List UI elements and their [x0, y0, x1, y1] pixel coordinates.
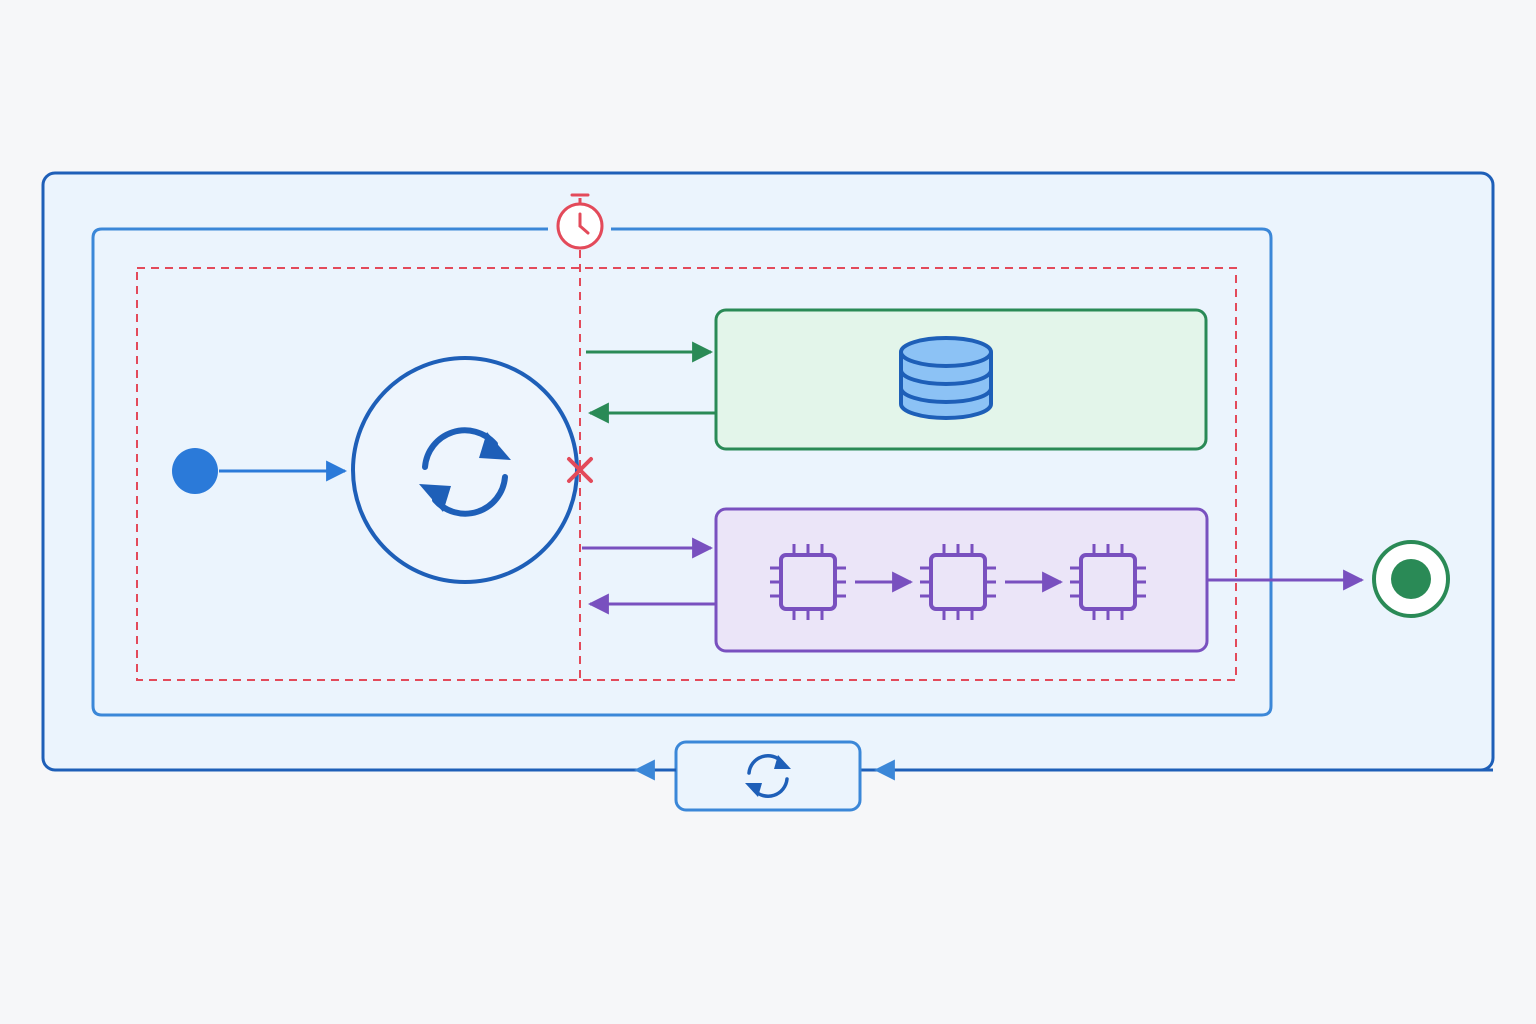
end-event[interactable]	[1372, 540, 1450, 618]
chip-chain	[770, 544, 1146, 620]
chip-icon	[920, 544, 996, 620]
subprocess-container	[91, 227, 1273, 717]
database-icon	[899, 336, 993, 420]
loop-activity[interactable]	[351, 356, 579, 584]
start-event[interactable]	[172, 448, 218, 494]
chip-icon	[1070, 544, 1146, 620]
refresh-icon	[419, 427, 511, 517]
stopwatch-icon[interactable]	[556, 193, 604, 250]
timeout-scope-region	[136, 267, 1237, 681]
repeat-refresh-icon	[745, 754, 791, 798]
repeat-task[interactable]	[674, 740, 862, 812]
chip-icon	[770, 544, 846, 620]
close-x-icon[interactable]	[567, 457, 593, 483]
